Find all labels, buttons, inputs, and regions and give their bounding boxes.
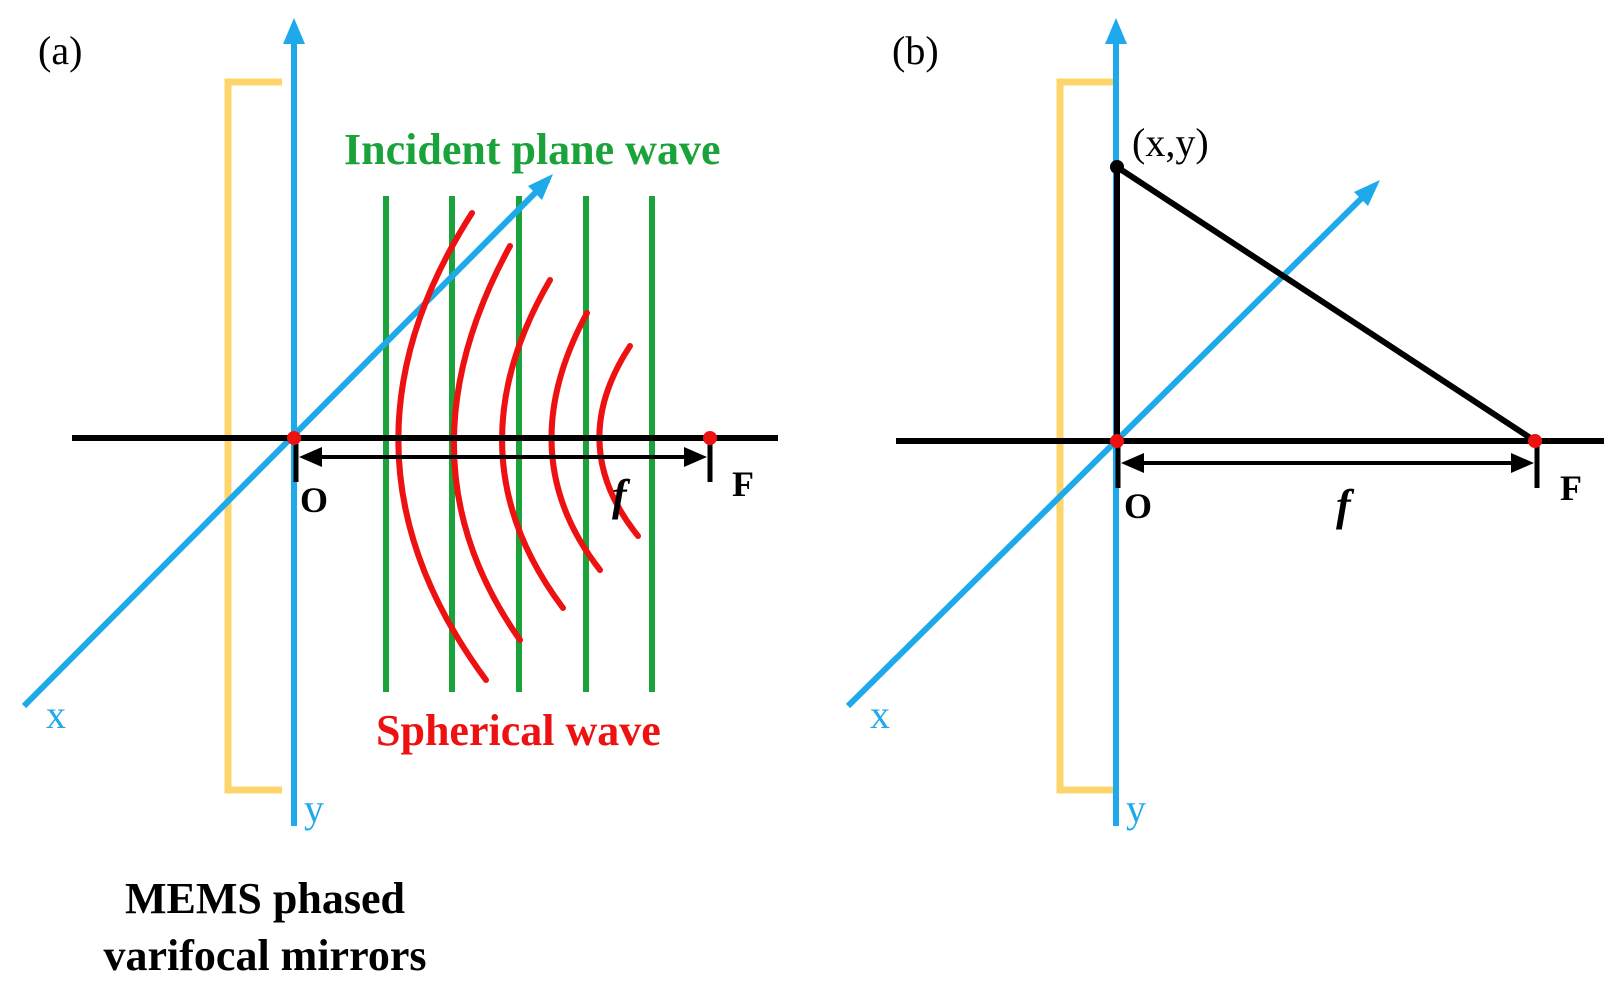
panel-a-focal-dimension xyxy=(293,438,713,482)
panel-b-origin-point xyxy=(1110,434,1124,448)
arrowhead-icon xyxy=(684,447,707,467)
panel-b-focus-point xyxy=(1528,434,1542,448)
arrowhead-icon xyxy=(299,447,322,467)
panel-a: (a) xyxy=(21,18,778,980)
panel-b-label: (b) xyxy=(892,28,939,73)
panel-b-focus-label: F xyxy=(1560,468,1582,508)
arrowhead-icon xyxy=(1354,180,1380,206)
panel-a-label: (a) xyxy=(38,28,82,73)
panel-b-point-label: (x,y) xyxy=(1132,120,1209,165)
panel-a-x-label: x xyxy=(46,692,66,737)
arrowhead-icon xyxy=(1121,453,1144,473)
panel-b-hypotenuse xyxy=(1115,164,1537,444)
panel-b-x-axis xyxy=(845,180,1380,709)
panel-a-origin-point xyxy=(287,431,301,445)
panel-b-point-xy xyxy=(1110,160,1124,174)
panel-a-y-label: y xyxy=(304,786,324,831)
panel-a-x-axis xyxy=(21,174,553,709)
arrowhead-icon xyxy=(1105,18,1127,44)
arrowhead-icon xyxy=(528,174,553,200)
panel-b-y-label: y xyxy=(1126,786,1146,831)
panel-b-x-label: x xyxy=(870,692,890,737)
panel-a-caption-line2: varifocal mirrors xyxy=(104,931,427,980)
panel-a-plane-wave xyxy=(383,196,655,692)
panel-a-focus-label: F xyxy=(732,464,754,504)
panel-a-origin-label: O xyxy=(300,480,328,520)
panel-b: (b) (x,y) O xyxy=(845,18,1604,831)
arrowhead-icon xyxy=(1511,453,1534,473)
panel-a-spherical-title: Spherical wave xyxy=(376,706,661,755)
panel-a-caption-line1: MEMS phased xyxy=(125,874,405,923)
arrowhead-icon xyxy=(283,18,305,44)
panel-b-mirror xyxy=(1056,78,1114,794)
panel-a-focal-label: f xyxy=(612,471,631,520)
panel-a-focus-point xyxy=(703,431,717,445)
panel-a-incident-title: Incident plane wave xyxy=(344,125,720,174)
panel-b-focal-label: f xyxy=(1336,481,1355,530)
panel-a-y-axis xyxy=(283,18,305,826)
panel-b-origin-label: O xyxy=(1124,486,1152,526)
panel-b-focal-dimension xyxy=(1115,441,1540,488)
panel-a-spherical-wave xyxy=(395,210,641,683)
